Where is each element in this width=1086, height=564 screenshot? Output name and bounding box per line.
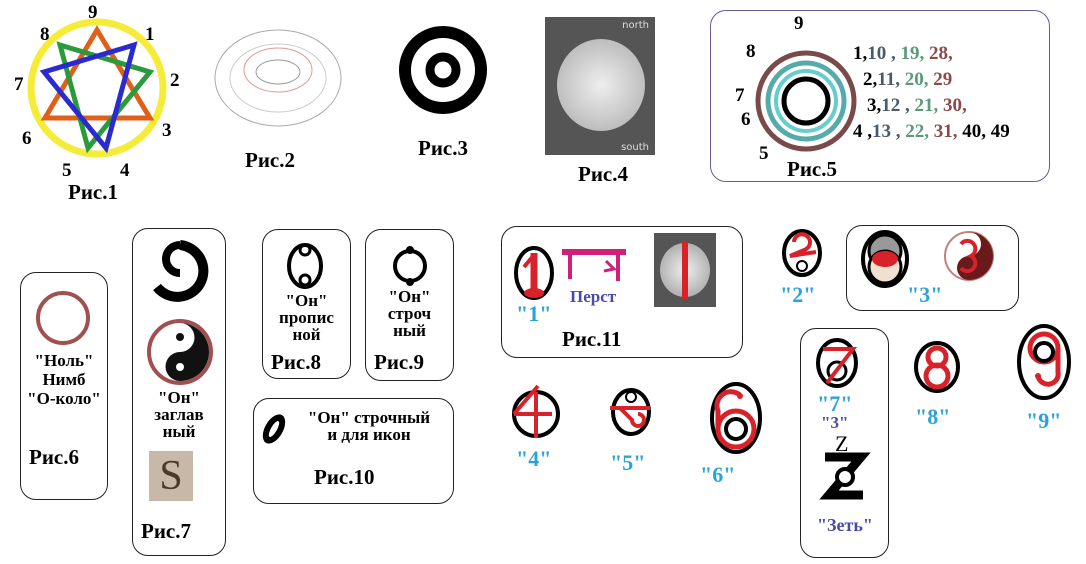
row-3: 3,12 , 21, 30, xyxy=(867,95,967,116)
num-7: 7 xyxy=(735,85,745,106)
fig1-label: Рис.1 xyxy=(68,180,118,204)
on-text: "Он" xyxy=(388,287,431,306)
uppercase-o-icon xyxy=(287,243,323,289)
nol-text: "Ноль" xyxy=(34,351,94,370)
digit-7-glyph-icon xyxy=(816,338,858,388)
digit-7-label: "7" xyxy=(817,391,853,416)
nyi-text: ный xyxy=(393,321,426,340)
number-4: 4 xyxy=(120,160,130,181)
num-6: 6 xyxy=(741,109,751,130)
figure-5-box: 9 8 7 6 5 1,10 , 19, 28, 2,11, 20, 29 3,… xyxy=(710,10,1050,182)
digit-2-label: "2" xyxy=(780,282,816,307)
row-2: 2,11, 20, 29 xyxy=(863,69,953,90)
figure-7-box: "Он" заглав ный S Рис.7 xyxy=(132,228,226,556)
row-1: 1,10 , 19, 28, xyxy=(853,43,953,64)
zaglav-text: заглав xyxy=(154,405,204,424)
fig3-label: Рис.3 xyxy=(418,136,468,160)
number-6: 6 xyxy=(22,128,32,149)
number-7: 7 xyxy=(14,74,24,95)
perst-label: Перст xyxy=(570,287,617,306)
fig11-label: Рис.11 xyxy=(562,327,622,351)
fig5-label: Рис.5 xyxy=(787,157,837,181)
stroch-text: строч xyxy=(387,304,432,323)
figure-10-box: "Он" строчный и для икон Рис.10 xyxy=(253,398,454,504)
okolo-text: "О-коло" xyxy=(27,389,101,408)
zet-label: "Зеть" xyxy=(817,515,873,535)
ornate-s-icon: S xyxy=(149,451,193,501)
perst-glyph-icon xyxy=(562,249,626,281)
digit-3-alt-label: "3" xyxy=(821,413,849,432)
fig9-label: Рис.9 xyxy=(374,350,424,374)
digit-1-label: "1" xyxy=(516,301,552,326)
digit-3-box: "3" xyxy=(846,225,1019,311)
fig4-label: Рис.4 xyxy=(578,162,628,186)
digit-4-glyph-icon xyxy=(512,384,560,438)
torus-icon xyxy=(214,29,342,127)
spiral-glyph-icon xyxy=(153,240,209,302)
digit-8-glyph-icon xyxy=(914,341,960,393)
num-9: 9 xyxy=(794,13,804,34)
digit-9-label: "9" xyxy=(1026,408,1062,433)
digit-5-glyph-icon xyxy=(610,388,651,436)
fig2-label: Рис.2 xyxy=(245,148,295,172)
yin-yang-icon xyxy=(147,319,213,385)
fig10-label: Рис.10 xyxy=(314,465,375,489)
spiral-icon xyxy=(755,50,857,152)
text-line-2: и для икон xyxy=(327,425,411,444)
digit-3-venn-icon xyxy=(861,230,909,288)
digit-9-glyph-icon xyxy=(1017,324,1071,400)
nyi-text: ный xyxy=(162,422,196,441)
on-text: "Он" xyxy=(285,291,328,310)
figure-9-box: "Он" строч ный Рис.9 xyxy=(365,229,454,381)
noi-text: ной xyxy=(292,325,321,344)
sphere-image: north south xyxy=(545,17,655,155)
heptagram-icon xyxy=(27,18,167,158)
num-5: 5 xyxy=(759,143,769,164)
digit-5-label: "5" xyxy=(610,450,646,475)
north-label: north xyxy=(622,20,649,31)
number-9: 9 xyxy=(88,2,98,23)
digit-3-yin-yang-icon xyxy=(944,231,994,281)
number-1: 1 xyxy=(145,24,155,45)
circle-icon xyxy=(36,291,90,345)
fig8-label: Рис.8 xyxy=(271,350,321,374)
digit-6-label: "6" xyxy=(700,462,736,487)
zet-box: "7" "3" Z "Зеть" xyxy=(800,328,889,558)
number-3: 3 xyxy=(162,120,172,141)
figure-8-box: "Он" пропис ной Рис.8 xyxy=(262,229,351,379)
number-5: 5 xyxy=(62,160,72,181)
figure-6-box: "Ноль" Нимб "О-коло" Рис.6 xyxy=(20,272,108,500)
number-rows: 1,10 , 19, 28, 2,11, 20, 29 3,12 , 21, 3… xyxy=(853,41,1010,145)
digit-2-glyph-icon xyxy=(782,229,822,277)
lowercase-o-icon xyxy=(393,246,427,286)
zet-glyph-icon xyxy=(819,452,871,500)
digit-4-label: "4" xyxy=(516,446,552,471)
row-4: 4 ,13 , 22, 31, 40, 49 xyxy=(853,121,1010,142)
propis-text: пропис xyxy=(279,308,334,327)
digit-1-glyph-icon xyxy=(514,246,554,300)
num-8: 8 xyxy=(746,41,756,62)
sphere-1-image xyxy=(654,233,716,307)
on-text: "Он" xyxy=(158,388,200,407)
nimb-text: Нимб xyxy=(42,370,86,389)
latin-z: Z xyxy=(835,431,849,456)
figure-11-box: Перст "1" Рис.11 xyxy=(501,226,743,358)
digit-3-label: "3" xyxy=(907,282,943,307)
fig6-label: Рис.6 xyxy=(29,445,79,469)
digit-8-label: "8" xyxy=(915,404,951,429)
fig7-label: Рис.7 xyxy=(141,519,191,543)
digit-6-glyph-icon xyxy=(710,382,762,454)
icon-o-glyph-icon xyxy=(262,414,286,444)
south-label: south xyxy=(621,142,649,153)
number-8: 8 xyxy=(40,24,50,45)
number-2: 2 xyxy=(170,70,180,91)
text-line-1: "Он" строчный xyxy=(307,408,431,427)
target-icon xyxy=(399,26,487,114)
